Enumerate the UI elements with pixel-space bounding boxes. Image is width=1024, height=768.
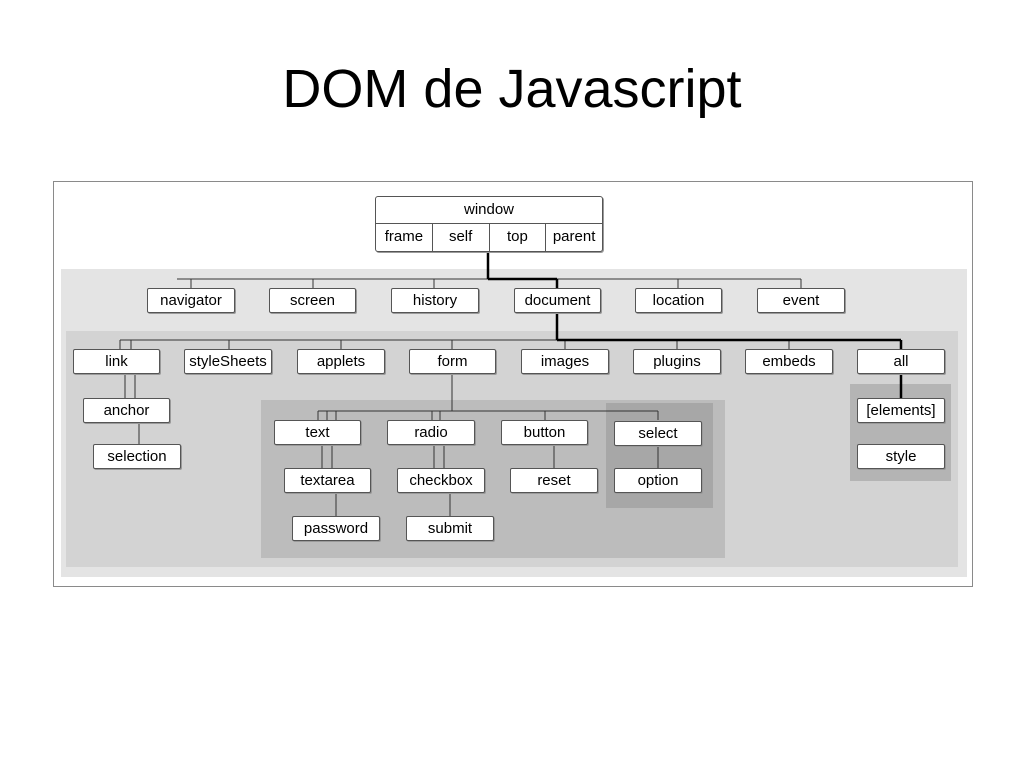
window-prop-frame: frame	[376, 224, 433, 251]
dom-diagram: window frame self top parent navigator s…	[53, 181, 973, 587]
window-label: window	[463, 201, 515, 218]
node-all: all	[857, 349, 945, 374]
node-applets: applets	[297, 349, 385, 374]
node-event: event	[757, 288, 845, 313]
node-password: password	[292, 516, 380, 541]
node-images: images	[521, 349, 609, 374]
node-screen: screen	[269, 288, 356, 313]
node-navigator: navigator	[147, 288, 235, 313]
node-text: text	[274, 420, 361, 445]
node-history: history	[391, 288, 479, 313]
node-document: document	[514, 288, 601, 313]
window-properties: frame self top parent	[376, 223, 602, 251]
window-node: window frame self top parent	[375, 196, 603, 252]
node-button: button	[501, 420, 588, 445]
node-option: option	[614, 468, 702, 493]
node-link: link	[73, 349, 160, 374]
node-style: style	[857, 444, 945, 469]
node-location: location	[635, 288, 722, 313]
node-form: form	[409, 349, 496, 374]
node-elements: [elements]	[857, 398, 945, 423]
window-prop-self: self	[433, 224, 490, 251]
node-selection: selection	[93, 444, 181, 469]
node-reset: reset	[510, 468, 598, 493]
window-prop-parent: parent	[552, 228, 596, 245]
slide-title: DOM de Javascript	[282, 59, 742, 119]
node-embeds: embeds	[745, 349, 833, 374]
window-prop-top: top	[490, 224, 547, 251]
node-radio: radio	[387, 420, 475, 445]
node-plugins: plugins	[633, 349, 721, 374]
node-select: select	[614, 421, 702, 446]
connector-lines	[119, 252, 903, 516]
node-checkbox: checkbox	[397, 468, 485, 493]
node-textarea: textarea	[284, 468, 371, 493]
node-submit: submit	[406, 516, 494, 541]
node-anchor: anchor	[83, 398, 170, 423]
node-stylesheets: styleSheets	[184, 349, 272, 374]
